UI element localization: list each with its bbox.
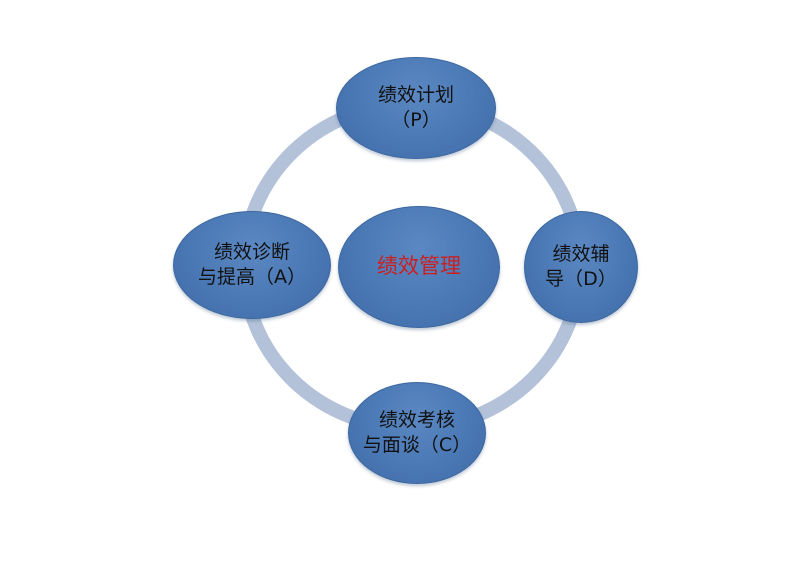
plan-label-line2: （P） <box>391 109 441 131</box>
center-node: 绩效管理 <box>338 206 500 328</box>
improve-label-line2: 与提高（A） <box>198 266 306 288</box>
improve-node: 绩效诊断 与提高（A） <box>173 211 331 319</box>
plan-label-line1: 绩效计划 <box>377 84 454 107</box>
plan-node: 绩效计划 （P） <box>336 57 496 159</box>
review-label-line1: 绩效考核 <box>378 409 455 432</box>
coach-node: 绩效辅 导（D） <box>524 211 638 323</box>
coach-label-line1: 绩效辅 <box>552 243 610 266</box>
review-label-line2: 与面谈（C） <box>362 434 472 456</box>
center-label: 绩效管理 <box>377 254 461 279</box>
review-node: 绩效考核 与面谈（C） <box>348 382 486 484</box>
coach-label-line2: 导（D） <box>545 268 617 290</box>
improve-label-line1: 绩效诊断 <box>213 241 290 264</box>
